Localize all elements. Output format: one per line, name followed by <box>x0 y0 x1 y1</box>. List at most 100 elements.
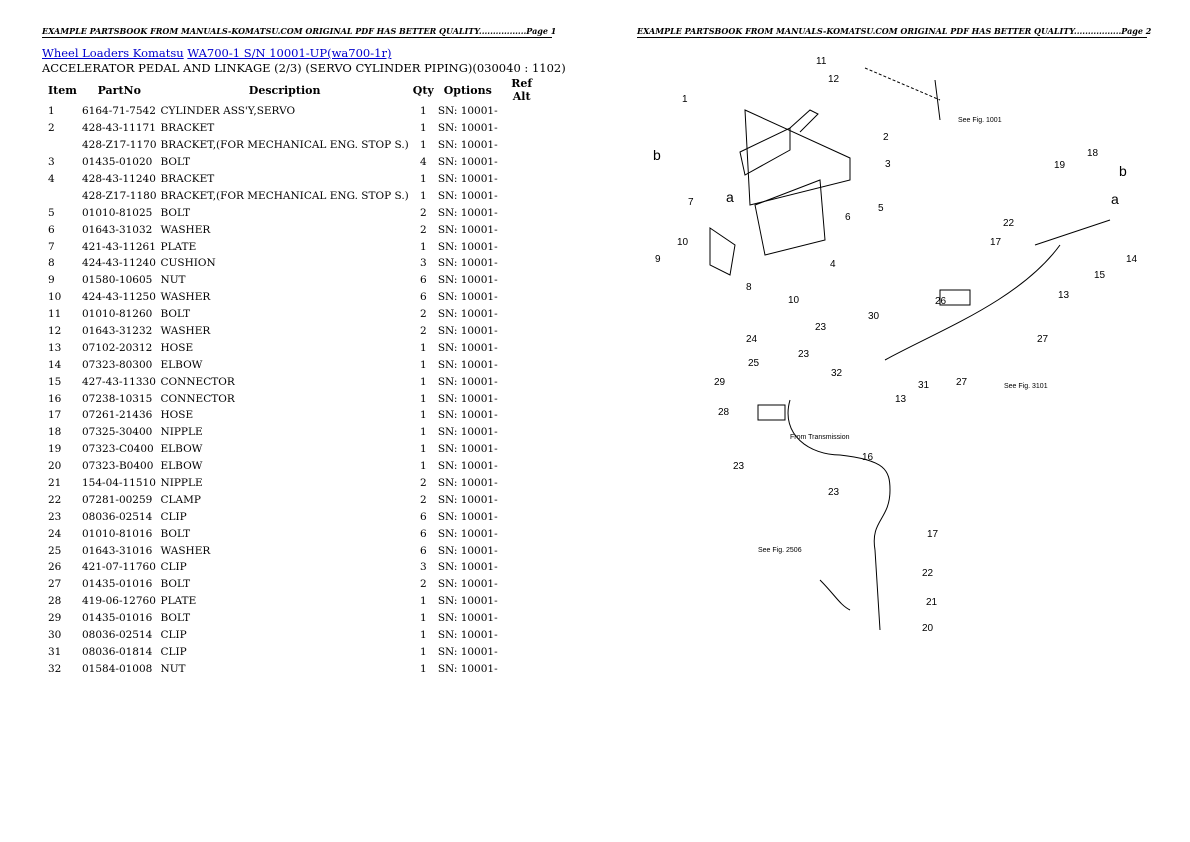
cell-options: SN: 10001- <box>437 392 498 405</box>
page-title: ACCELERATOR PEDAL AND LINKAGE (2/3) (SER… <box>42 61 566 75</box>
cell-description: BRACKET,(FOR MECHANICAL ENG. STOP S.) <box>160 139 409 152</box>
callout-label: 10 <box>788 295 800 306</box>
callout-label: 29 <box>714 377 726 388</box>
cell-item: 26 <box>48 561 62 574</box>
cell-partno: 07238-10315 <box>82 392 153 405</box>
servo-cylinder-body <box>739 127 791 176</box>
cell-options: SN: 10001- <box>437 544 498 557</box>
cell-partno: 01580-10605 <box>82 274 153 287</box>
cell-options: SN: 10001- <box>437 173 498 185</box>
cell-item <box>42 137 80 154</box>
breadcrumb-link-category[interactable]: Wheel Loaders Komatsu <box>42 46 184 60</box>
cell-qty: 1 <box>419 426 427 439</box>
cell-item: 24 <box>48 527 62 540</box>
cell-partno: 07102-20312 <box>82 341 153 354</box>
plate-28-shape <box>757 404 786 421</box>
cell-partno: 08036-01814 <box>82 645 153 658</box>
cell-ref-alt <box>500 103 544 120</box>
cell-options: SN: 10001- <box>437 105 498 118</box>
cell-ref-alt <box>500 627 544 644</box>
breadcrumb: Wheel Loaders Komatsu WA700-1 S/N 10001-… <box>42 46 391 60</box>
cell-options: SN: 10001- <box>437 240 498 253</box>
cell-description: BRACKET,(FOR MECHANICAL ENG. STOP S.) <box>160 189 409 202</box>
cell-item: 2 <box>48 122 55 135</box>
cell-partno: 01643-31032 <box>82 223 153 236</box>
cell-options: SN: 10001- <box>437 122 498 135</box>
figure-reference-note: See Fig. 1001 <box>958 117 1002 124</box>
cell-partno: 07323-80300 <box>82 358 153 371</box>
cell-item: 17 <box>48 409 62 422</box>
cell-ref-alt <box>500 576 544 593</box>
hose-17-line <box>787 399 891 551</box>
cell-description: WASHER <box>160 325 211 338</box>
cell-ref-alt <box>500 238 544 255</box>
cell-item: 3 <box>48 156 55 169</box>
cell-partno: 421-43-11261 <box>82 240 156 253</box>
cell-qty: 1 <box>419 409 427 422</box>
cell-options: SN: 10001- <box>437 510 498 523</box>
cell-partno: 01010-81260 <box>82 308 153 321</box>
callout-label: 26 <box>935 296 947 307</box>
cell-options: SN: 10001- <box>437 460 498 473</box>
cell-options: SN: 10001- <box>437 612 498 625</box>
callout-label: 3 <box>885 159 891 170</box>
cell-description: BRACKET <box>160 173 215 185</box>
cell-options: SN: 10001- <box>437 561 498 574</box>
callout-letter: b <box>1119 163 1127 179</box>
cell-description: NIPPLE <box>160 477 203 490</box>
cell-description: ELBOW <box>160 443 203 456</box>
breadcrumb-link-model[interactable]: WA700-1 S/N 10001-UP(wa700-1r) <box>187 46 392 60</box>
callout-label: 11 <box>816 56 827 67</box>
cell-qty: 6 <box>419 274 427 287</box>
cell-description: BRACKET <box>160 122 215 135</box>
callout-label: 20 <box>922 623 934 634</box>
cell-item: 19 <box>48 443 62 456</box>
ref-line-top <box>934 79 941 121</box>
callout-label: 25 <box>748 358 760 369</box>
cell-partno: 01643-31016 <box>82 544 153 557</box>
callout-label: 23 <box>733 461 745 472</box>
cell-options: SN: 10001- <box>437 257 498 270</box>
cell-qty: 2 <box>419 206 427 219</box>
cell-qty: 3 <box>419 257 427 270</box>
cell-qty: 3 <box>419 561 427 574</box>
cell-ref-alt <box>500 272 544 289</box>
cell-qty: 1 <box>419 443 427 456</box>
callout-letter: a <box>726 189 734 205</box>
cell-ref-alt <box>500 458 544 475</box>
callout-label: 15 <box>1094 270 1106 281</box>
callout-label: 19 <box>1054 160 1066 171</box>
callout-label: 13 <box>1058 290 1070 301</box>
cell-options: SN: 10001- <box>437 527 498 540</box>
parts-table-header-row: Item PartNo Description Qty Options Ref … <box>42 77 544 103</box>
cell-options: SN: 10001- <box>437 443 498 456</box>
cell-ref-alt <box>500 204 544 221</box>
cell-partno: 01643-31232 <box>82 325 153 338</box>
cell-ref-alt <box>500 306 544 323</box>
cell-item: 30 <box>48 629 62 642</box>
cell-item: 8 <box>48 257 55 270</box>
cell-options: SN: 10001- <box>437 578 498 591</box>
page-2-header: EXAMPLE PARTSBOOK FROM MANUALS-KOMATSU.C… <box>637 26 1152 38</box>
cell-description: PLATE <box>160 595 197 608</box>
cell-description: CLIP <box>160 629 187 642</box>
cell-ref-alt <box>500 407 544 424</box>
cell-item: 9 <box>48 274 55 287</box>
cell-qty: 1 <box>419 392 427 405</box>
cell-options: SN: 10001- <box>437 325 498 338</box>
callout-layer: 1234567891010111213131415161717181920212… <box>653 56 1138 634</box>
cell-qty: 2 <box>419 325 427 338</box>
cell-ref-alt <box>500 154 544 171</box>
cell-item: 16 <box>48 392 62 405</box>
cell-item: 12 <box>48 325 62 338</box>
